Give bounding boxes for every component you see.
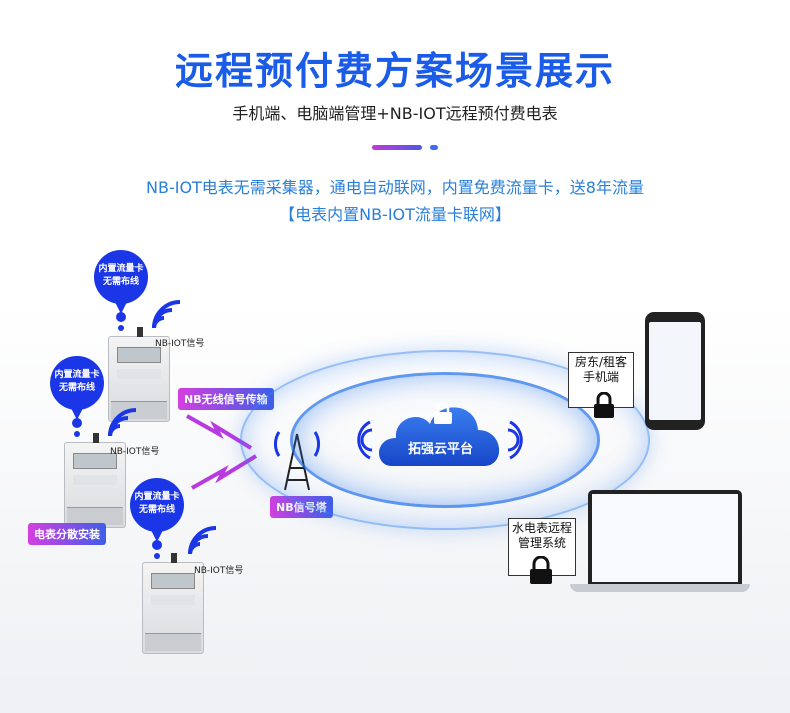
description-line-2: 【电表内置NB-IOT流量卡联网】 [279, 205, 511, 224]
meter-1-bubble-line2: 无需布线 [102, 277, 139, 287]
meter-2 [64, 433, 126, 528]
cloud-ring-inner [290, 372, 600, 508]
meter-1-signal-icon [152, 300, 181, 329]
laptop-box-line2: 管理系统 [517, 536, 566, 550]
meter-2-dot-small [74, 431, 80, 437]
title-divider-dot [430, 145, 438, 150]
page-subtitle: 手机端、电脑端管理+NB-IOT远程预付费电表 [232, 104, 558, 123]
install-tag: 电表分散安装 [28, 523, 106, 545]
laptop-base [570, 584, 750, 592]
cloud-right-signal-icon [507, 420, 523, 460]
meter-3-bubble-line2: 无需布线 [138, 505, 175, 515]
meter-1-bubble: 内置流量卡 无需布线 [94, 250, 148, 314]
meter-3 [142, 553, 204, 654]
meter-1 [108, 327, 170, 422]
meter-1-dot-large [116, 312, 126, 322]
laptop-lock-icon [530, 556, 552, 584]
meter-2-bubble-line1: 内置流量卡 [54, 370, 100, 380]
laptop [588, 490, 742, 586]
meter-2-bubble: 内置流量卡 无需布线 [50, 356, 104, 420]
meter-1-signal-label: NB-IOT信号 [155, 339, 205, 349]
smartphone [645, 312, 705, 430]
meter-3-bubble-line1: 内置流量卡 [134, 492, 180, 502]
laptop-box-line1: 水电表远程 [511, 521, 572, 535]
meter-3-signal-label: NB-IOT信号 [194, 566, 244, 576]
cloud-lock-icon [434, 402, 452, 424]
lightning-bolt-icon-2 [191, 454, 258, 490]
cloud-platform-label: 拓强云平台 [408, 442, 474, 457]
meter-3-dot-large [152, 540, 162, 550]
meter-3-bubble: 内置流量卡 无需布线 [130, 478, 184, 542]
phone-box-line2: 手机端 [582, 370, 619, 384]
cloud-left-signal-icon [357, 420, 373, 460]
description-line-1: NB-IOT电表无需采集器，通电自动联网，内置免费流量卡，送8年流量 [146, 178, 644, 197]
lightning-bolt-icon [186, 414, 253, 450]
meter-2-signal-label: NB-IOT信号 [110, 447, 160, 457]
phone-lock-icon [594, 392, 614, 418]
laptop-box-label: 水电表远程 管理系统 [508, 518, 576, 576]
meter-2-signal-icon [108, 408, 137, 437]
meter-2-bubble-line2: 无需布线 [58, 383, 95, 393]
phone-box-label: 房东/租客 手机端 [568, 352, 634, 408]
meter-3-dot-small [154, 553, 160, 559]
meter-2-dot-large [72, 418, 82, 428]
title-divider [372, 145, 422, 150]
cloud-icon [378, 407, 500, 466]
phone-box-line1: 房东/租客 [574, 355, 628, 369]
page-title: 远程预付费方案场景展示 [174, 49, 615, 93]
meter-1-bubble-line1: 内置流量卡 [98, 264, 144, 274]
cloud-ring-outer [240, 350, 650, 530]
meter-1-dot-small [118, 325, 124, 331]
wireless-transmission-tag: NB无线信号传输 [178, 388, 274, 410]
meter-3-signal-icon [188, 526, 217, 555]
